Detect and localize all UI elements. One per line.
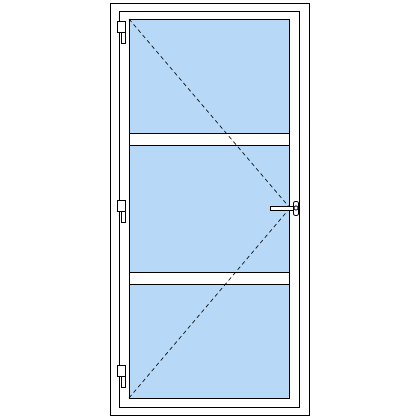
hinge-icon — [117, 21, 126, 44]
hinge-icon — [117, 365, 126, 388]
glass-pane-bottom — [129, 284, 290, 399]
glass-pane-middle — [129, 145, 290, 273]
hinge-icon — [117, 200, 126, 223]
opening-line-upper — [128, 18, 291, 209]
transom-bar-lower — [129, 272, 290, 285]
glass-pane-top — [129, 19, 290, 134]
door-handle-icon — [270, 201, 299, 216]
transom-bar-upper — [129, 133, 290, 146]
